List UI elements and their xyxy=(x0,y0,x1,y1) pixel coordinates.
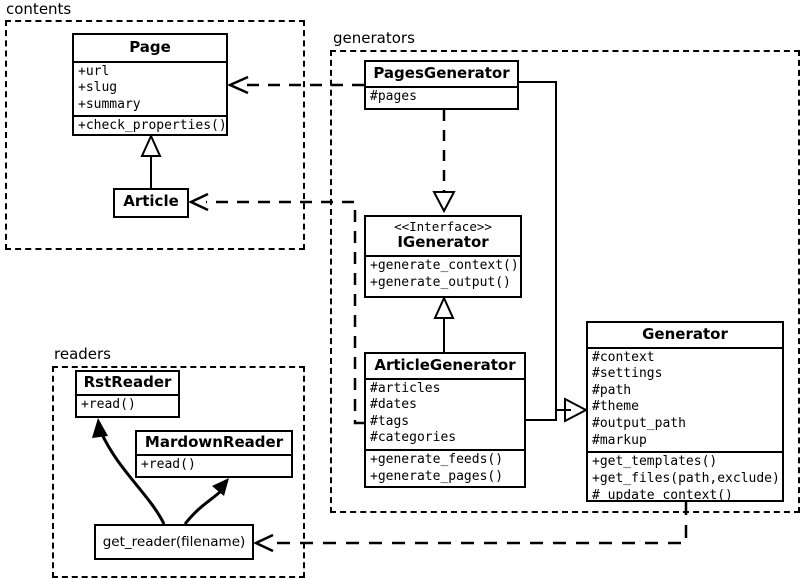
class-generator-attributes: #context #settings #path #theme #output_… xyxy=(588,346,782,452)
class-pages-generator-attributes: #pages xyxy=(366,85,517,108)
class-generator-methods: +get_templates() +get_files(path,exclude… xyxy=(588,451,782,506)
class-member: #path xyxy=(592,382,632,398)
class-rst-reader[interactable]: RstReader +read() xyxy=(75,370,180,418)
class-member: #context xyxy=(592,349,655,365)
class-article-generator-methods: +generate_feeds() +generate_pages() xyxy=(366,449,524,487)
class-generator-name: Generator xyxy=(642,325,728,343)
class-igenerator-methods: +generate_context() +generate_output() xyxy=(366,254,520,293)
class-igenerator[interactable]: <<Interface>> IGenerator +generate_conte… xyxy=(364,215,522,298)
class-member: #theme xyxy=(592,399,639,415)
class-member: #_update_context() xyxy=(592,487,733,503)
class-member: #tags xyxy=(370,413,410,429)
class-member: #categories xyxy=(370,430,457,446)
function-get-reader[interactable]: get_reader(filename) xyxy=(94,524,254,560)
class-rst-reader-methods: +read() xyxy=(77,393,178,416)
class-rst-reader-name: RstReader xyxy=(83,373,172,391)
class-pages-generator[interactable]: PagesGenerator #pages xyxy=(364,60,519,110)
class-page-methods: +check_properties() xyxy=(74,115,227,137)
package-generators-label: generators xyxy=(331,31,418,46)
class-member: +generate_output() xyxy=(370,274,511,290)
class-igenerator-stereotype: <<Interface>> xyxy=(394,219,492,234)
class-member: +read() xyxy=(81,396,136,412)
package-contents-label: contents xyxy=(4,2,75,17)
class-generator[interactable]: Generator #context #settings #path #them… xyxy=(586,321,784,503)
class-member: #output_path xyxy=(592,416,686,431)
class-member: #settings xyxy=(592,366,663,382)
class-article[interactable]: Article xyxy=(113,188,189,218)
class-member: #dates xyxy=(370,397,417,413)
class-igenerator-title: IGenerator xyxy=(397,233,489,252)
package-readers-label: readers xyxy=(52,347,114,362)
class-member: #markup xyxy=(592,432,647,448)
class-member: +read() xyxy=(141,456,196,472)
class-member: +get_files(path,exclude) xyxy=(592,470,780,486)
class-pages-generator-name: PagesGenerator xyxy=(373,64,510,82)
class-member: +slug xyxy=(78,80,118,96)
class-member: #articles xyxy=(370,380,441,396)
class-mardown-reader[interactable]: MardownReader +read() xyxy=(135,430,293,478)
class-member: +generate_context() xyxy=(370,257,519,273)
class-mardown-reader-methods: +read() xyxy=(137,453,291,476)
class-article-name: Article xyxy=(123,192,179,210)
class-page[interactable]: Page +url +slug +summary +check_properti… xyxy=(72,33,228,136)
class-page-name: Page xyxy=(129,38,171,56)
class-member: +generate_feeds() xyxy=(370,452,504,467)
package-generators xyxy=(330,50,800,513)
class-member: +check_properties() xyxy=(78,118,227,134)
class-page-attributes: +url +slug +summary xyxy=(74,60,226,116)
function-get-reader-label: get_reader(filename) xyxy=(102,534,246,550)
class-member: #pages xyxy=(370,88,417,104)
class-member: +get_templates() xyxy=(592,454,718,470)
package-contents xyxy=(5,20,305,250)
class-member: +generate_pages() xyxy=(370,468,504,484)
class-mardown-reader-name: MardownReader xyxy=(144,433,284,451)
class-member: +summary xyxy=(78,96,141,112)
class-article-generator[interactable]: ArticleGenerator #articles #dates #tags … xyxy=(364,352,526,488)
class-igenerator-name: <<Interface>> IGenerator xyxy=(366,217,520,255)
class-article-generator-attributes: #articles #dates #tags #categories xyxy=(366,377,524,450)
class-article-generator-name: ArticleGenerator xyxy=(374,356,516,374)
class-member: +url xyxy=(78,63,110,79)
package-readers xyxy=(52,366,305,578)
